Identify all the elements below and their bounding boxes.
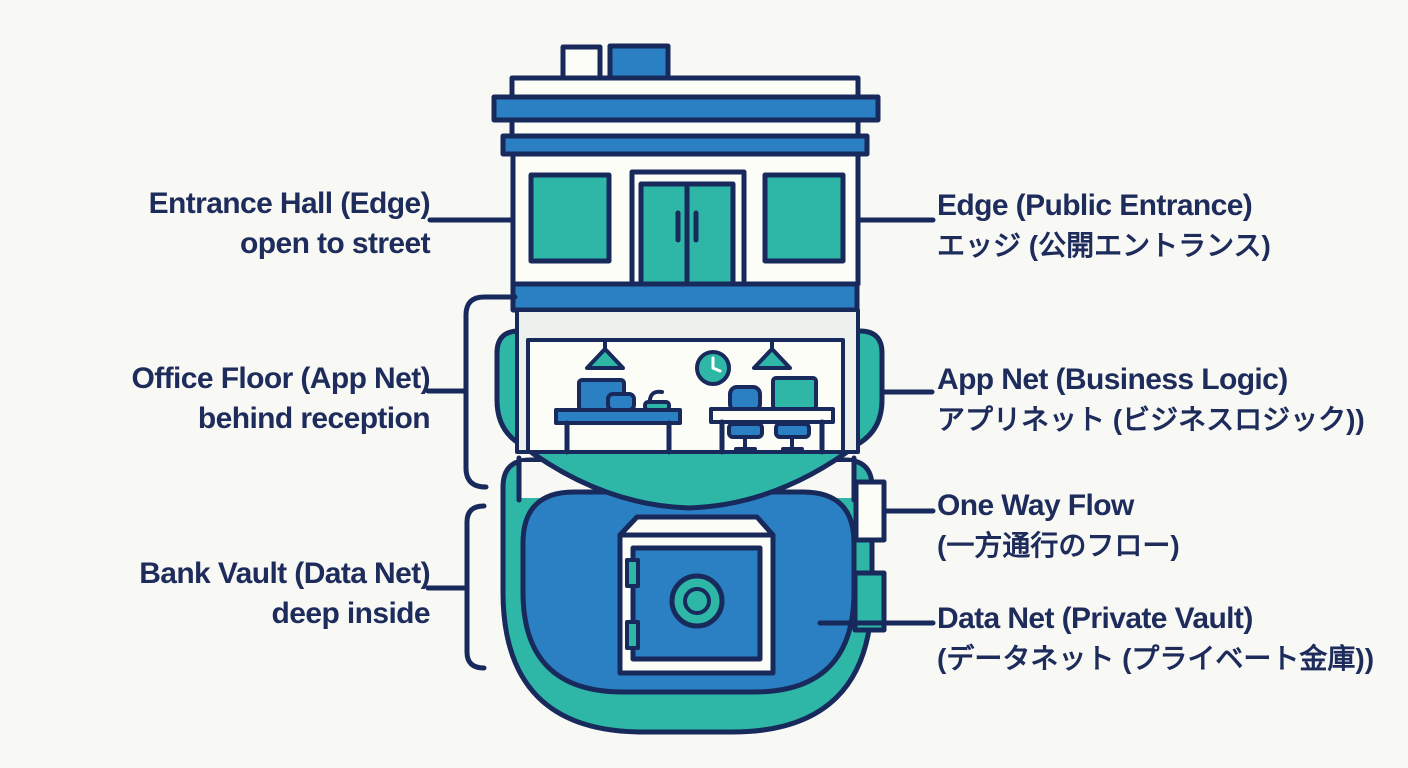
label-one-way-flow: One Way Flow (一方通行のフロー) — [937, 486, 1180, 566]
label-line: Data Net (Private Vault) — [937, 602, 1253, 635]
label-line: Edge (Public Entrance) — [937, 189, 1253, 222]
label-line: Bank Vault (Data Net) — [139, 557, 430, 590]
desk-right-icon — [709, 376, 835, 455]
roof-parapet — [509, 75, 861, 100]
safe-hinge-top — [625, 558, 640, 588]
bracket-vault — [464, 503, 487, 671]
monitor-icon — [771, 376, 818, 411]
door-handles-icon — [675, 210, 699, 243]
desk-left-icon — [554, 378, 682, 455]
safe-top — [617, 514, 776, 538]
label-edge: Edge (Public Entrance) エッジ (公開エントランス) — [937, 186, 1271, 266]
label-bank-vault: Bank Vault (Data Net) deep inside — [139, 554, 430, 634]
safe-hinge-bottom — [625, 620, 640, 650]
label-app-net: App Net (Business Logic) アプリネット (ビジネスロジッ… — [937, 360, 1365, 440]
label-line: App Net (Business Logic) — [937, 363, 1288, 396]
label-line: deep inside — [271, 597, 431, 630]
label-line: Office Floor (App Net) — [131, 362, 431, 395]
window-right-icon — [762, 172, 846, 264]
office-chair-icon — [774, 422, 811, 451]
desk-top — [709, 407, 835, 424]
label-line-jp: エッジ (公開エントランス) — [937, 230, 1271, 261]
pendant-lamp-right-icon — [752, 340, 792, 370]
wall-clock-icon — [695, 350, 731, 386]
label-data-net: Data Net (Private Vault) (データネット (プライベート… — [937, 599, 1374, 679]
roof-band-upper — [491, 94, 881, 123]
floor-divider-band — [510, 281, 860, 313]
label-line-jp: (データネット (プライベート金庫)) — [937, 643, 1375, 674]
label-line-jp: アプリネット (ビジネスロジック)) — [937, 404, 1365, 435]
window-left-icon — [528, 172, 612, 264]
desk-top — [554, 408, 682, 425]
label-line: One Way Flow — [937, 489, 1134, 522]
vault-level — [500, 455, 887, 735]
one-way-flow-connector-tab — [853, 479, 887, 543]
roof-box-white — [560, 44, 603, 81]
door-left-icon — [638, 181, 690, 287]
bracket-office — [463, 294, 518, 490]
desktop-pc-icon — [606, 392, 636, 412]
annotation-lines — [425, 217, 936, 671]
roof-band-lower — [500, 133, 870, 157]
label-office-floor: Office Floor (App Net) behind reception — [131, 359, 431, 439]
office-floor — [494, 308, 885, 511]
safe-icon — [617, 514, 776, 676]
roof-box-blue — [607, 43, 671, 81]
label-entrance-hall: Entrance Hall (Edge) open to street — [148, 184, 431, 264]
label-line: Entrance Hall (Edge) — [148, 187, 431, 220]
entrance-floor — [510, 151, 861, 313]
label-line: behind reception — [197, 402, 431, 435]
dial-center — [683, 587, 711, 615]
label-line-jp: (一方通行のフロー) — [937, 530, 1180, 561]
label-line: open to street — [240, 227, 431, 260]
pendant-lamp-left-icon — [585, 340, 625, 370]
office-chair-icon — [727, 422, 764, 451]
roof — [491, 43, 881, 157]
